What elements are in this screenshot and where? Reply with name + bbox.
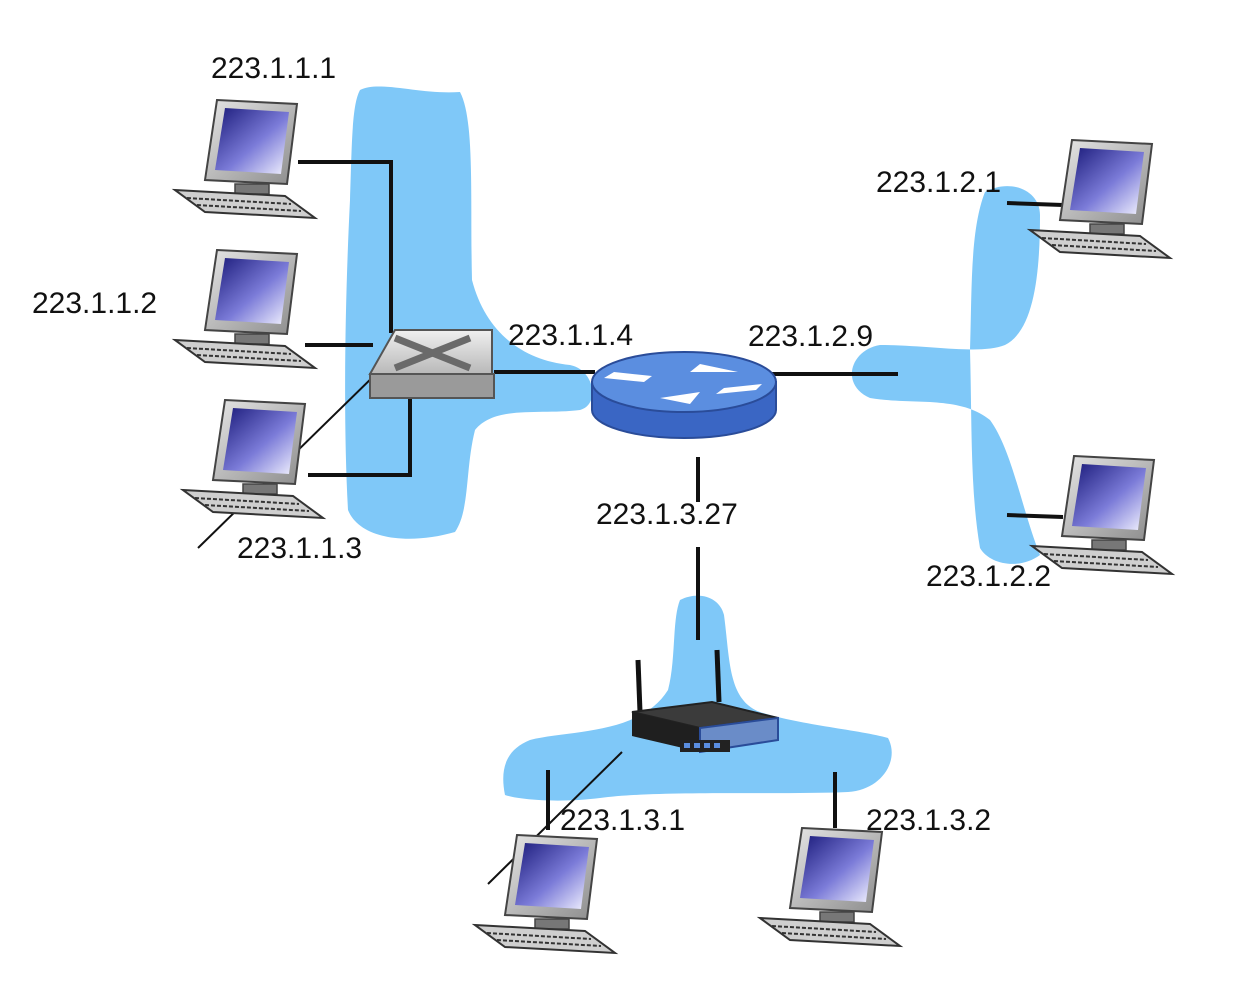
label-223-1-3-1: 223.1.3.1 [560, 804, 685, 837]
host-223-1-3-2-icon [759, 827, 901, 947]
host-223-1-1-2-icon [174, 249, 316, 369]
host-223-1-2-1-icon [1029, 139, 1171, 259]
label-223-1-1-2: 223.1.1.2 [32, 287, 157, 320]
link-h21 [1006, 201, 1064, 207]
subnet-1-shape [345, 86, 593, 539]
label-223-1-3-27: 223.1.3.27 [596, 498, 738, 531]
host-223-1-3-1-icon [474, 834, 616, 954]
subnet-3-shape [503, 595, 892, 801]
label-223-1-1-4: 223.1.1.4 [508, 319, 633, 352]
label-223-1-3-2: 223.1.3.2 [866, 804, 991, 837]
link-h22 [1006, 513, 1064, 519]
label-223-1-2-1: 223.1.2.1 [876, 166, 1001, 199]
label-223-1-1-1: 223.1.1.1 [211, 52, 336, 85]
link-h1-switch [298, 160, 393, 333]
links [298, 160, 1064, 830]
label-223-1-1-3: 223.1.1.3 [237, 532, 362, 565]
host-223-1-1-1-icon [174, 99, 316, 219]
subnet-2-shape [851, 186, 1040, 564]
wire-h31 [487, 751, 623, 885]
switch-icon [368, 329, 495, 399]
access-point-icon [631, 649, 779, 754]
label-223-1-2-9: 223.1.2.9 [748, 320, 873, 353]
router-icon [591, 351, 777, 439]
host-223-1-1-3-icon [182, 399, 324, 519]
label-223-1-2-2: 223.1.2.2 [926, 560, 1051, 593]
link-h3-switch [308, 398, 412, 477]
